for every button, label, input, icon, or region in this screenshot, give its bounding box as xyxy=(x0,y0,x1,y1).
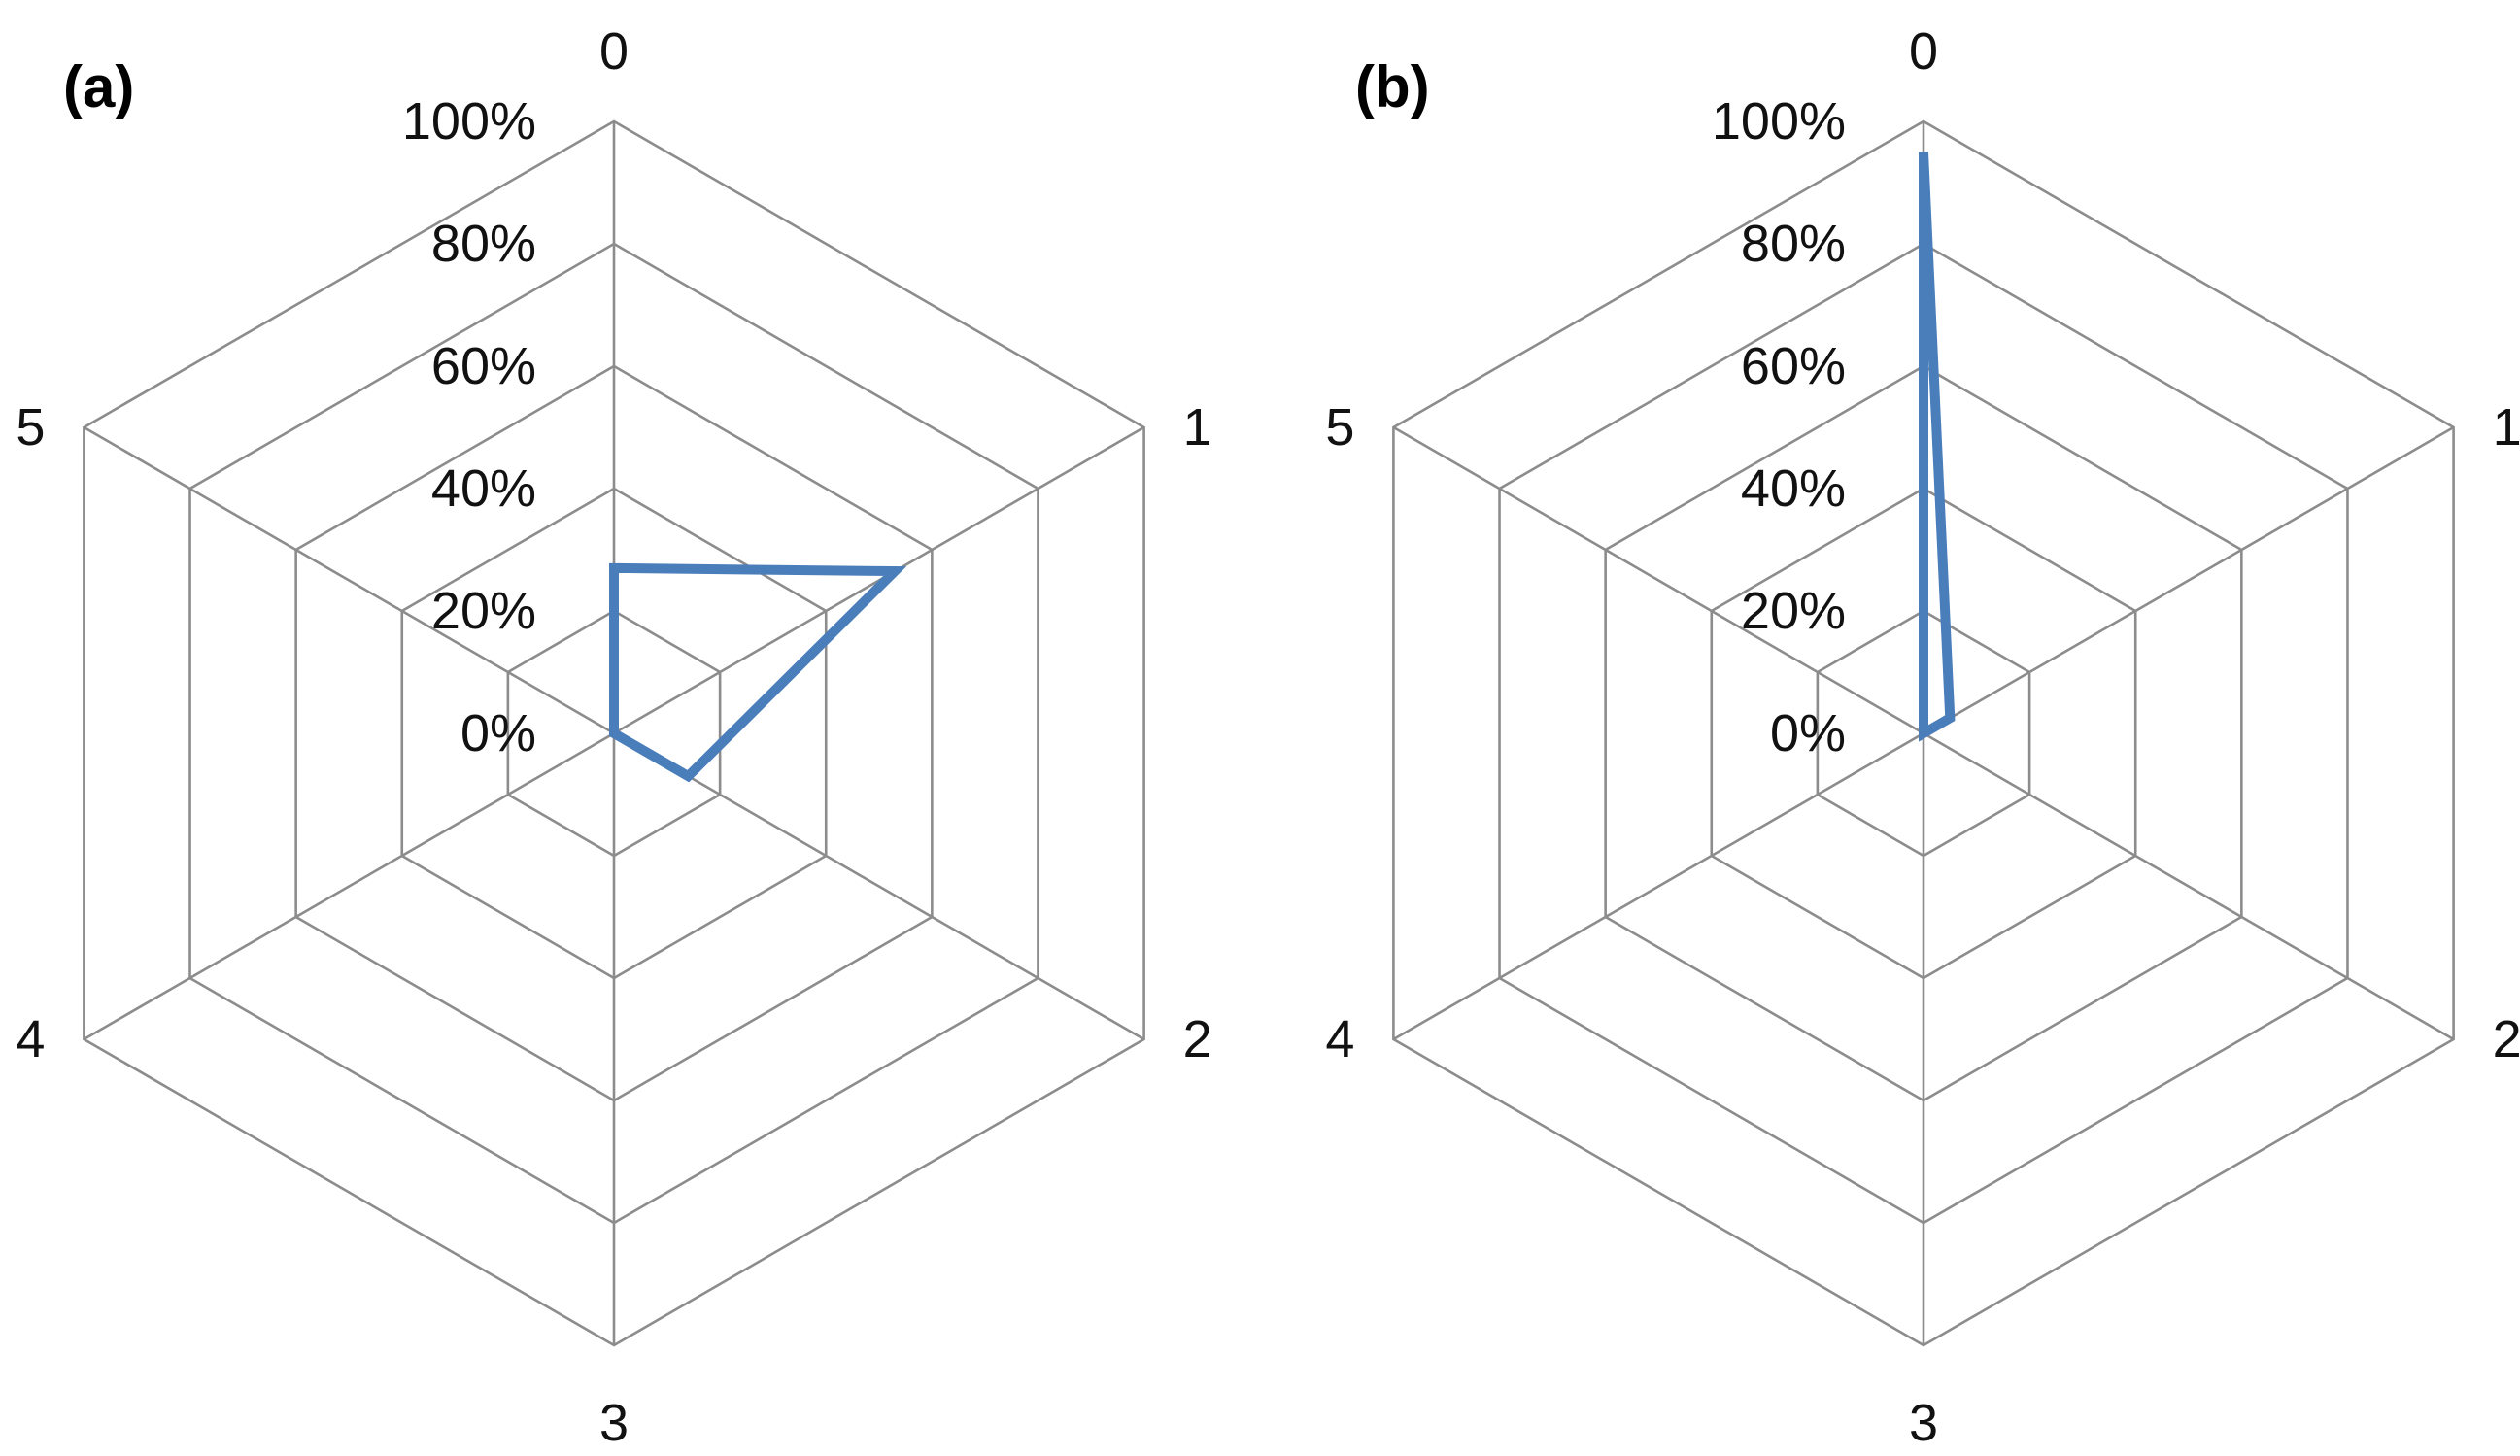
tick-label: 100% xyxy=(402,92,536,151)
category-label-4: 4 xyxy=(16,1010,45,1068)
series-line-0 xyxy=(1919,152,1956,742)
tick-label: 80% xyxy=(1741,215,1846,273)
panel-label: (a) xyxy=(63,54,134,119)
series-line-0 xyxy=(609,562,907,783)
tick-label: 100% xyxy=(1712,92,1846,151)
category-label-5: 5 xyxy=(16,398,45,457)
tick-label: 40% xyxy=(1741,459,1846,518)
category-label-4: 4 xyxy=(1325,1010,1354,1068)
tick-label: 60% xyxy=(431,337,536,395)
radar-chart-a: (a) 0% 20% 40% 60% 80% 100% 0 1 2 3 4 5 xyxy=(16,22,1211,1452)
spoke-5 xyxy=(1392,425,1924,735)
category-label-3: 3 xyxy=(1909,1394,1938,1452)
tick-label: 60% xyxy=(1741,337,1846,395)
tick-label: 20% xyxy=(431,582,536,640)
spoke-4 xyxy=(83,731,615,1041)
category-label-5: 5 xyxy=(1325,398,1354,457)
category-label-3: 3 xyxy=(599,1394,629,1452)
category-label-0: 0 xyxy=(1909,22,1938,81)
spoke-5 xyxy=(83,425,615,735)
spoke-2 xyxy=(613,731,1145,1041)
category-label-1: 1 xyxy=(1183,398,1212,457)
tick-label: 40% xyxy=(431,459,536,518)
category-label-0: 0 xyxy=(599,22,629,81)
tick-label: 0% xyxy=(1770,704,1846,762)
tick-label: 0% xyxy=(460,704,536,762)
spoke-4 xyxy=(1392,731,1924,1041)
category-label-2: 2 xyxy=(1183,1010,1212,1068)
category-label-1: 1 xyxy=(2493,398,2520,457)
spoke-1 xyxy=(1923,425,2455,735)
tick-label: 80% xyxy=(431,215,536,273)
radar-chart-b: (b) 0% 20% 40% 60% 80% 100% 0 1 2 3 4 5 xyxy=(1325,22,2520,1452)
tick-label: 20% xyxy=(1741,582,1846,640)
panel-label: (b) xyxy=(1355,54,1430,119)
category-label-2: 2 xyxy=(2493,1010,2520,1068)
spoke-2 xyxy=(1923,731,2455,1041)
